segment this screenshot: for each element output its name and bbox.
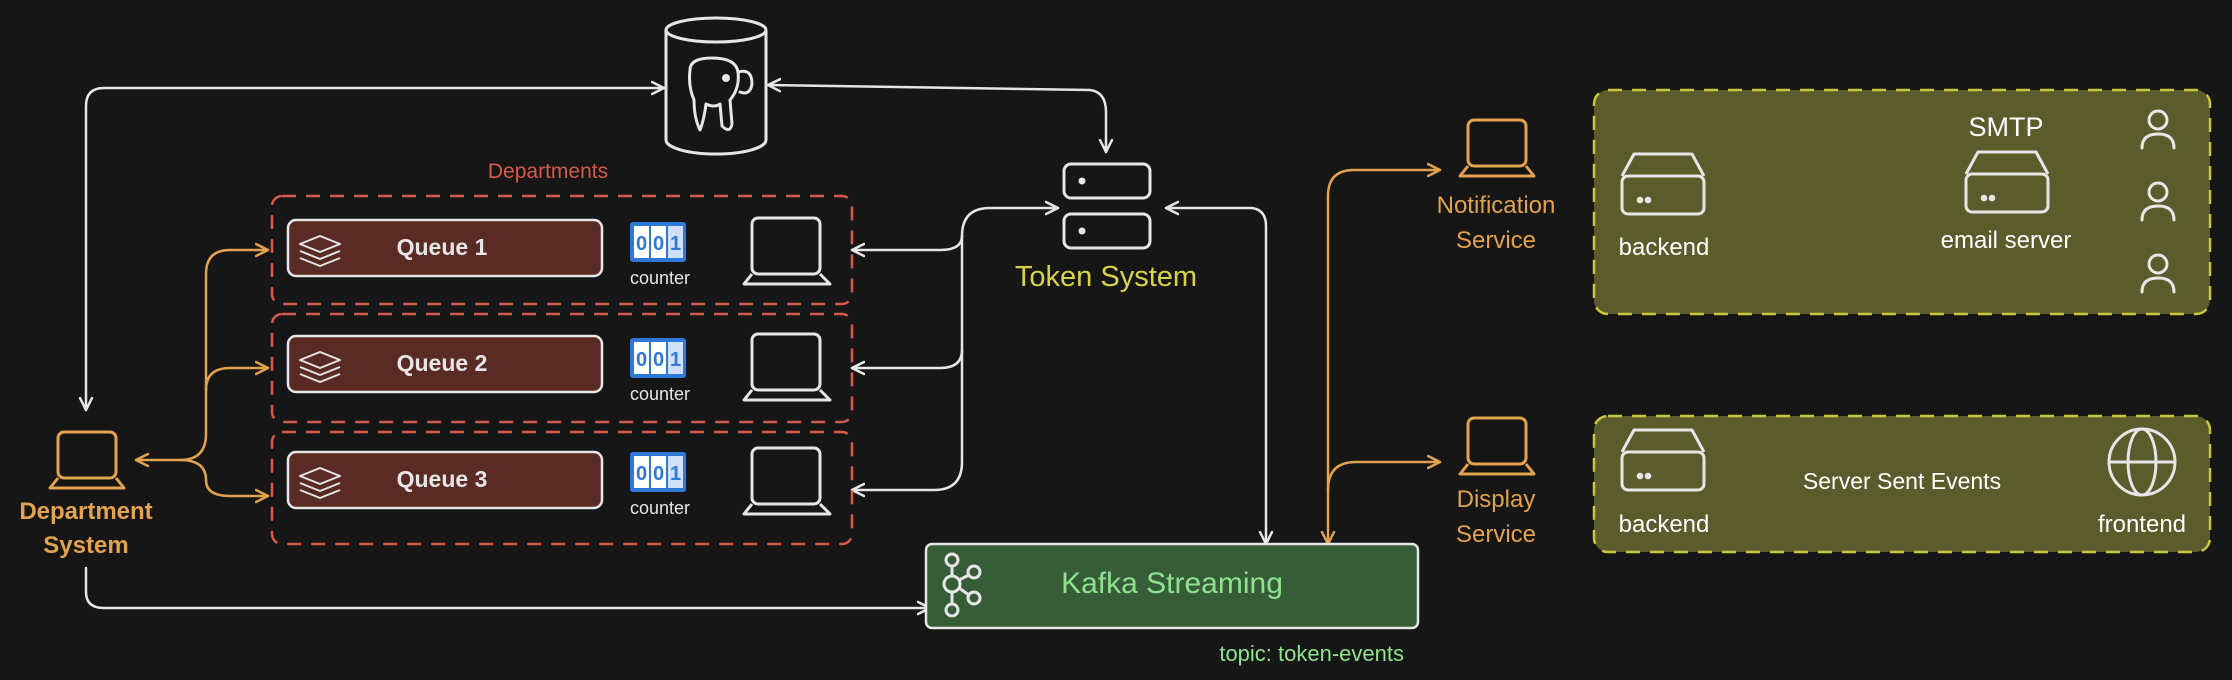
department-system-label-line2: System xyxy=(43,532,128,559)
department-system[interactable]: Department System xyxy=(19,430,153,559)
frontend-label: frontend xyxy=(2098,511,2186,538)
elephant-icon xyxy=(688,56,754,132)
laptop-icon xyxy=(1458,416,1536,476)
token-system[interactable]: Token System xyxy=(1015,162,1197,293)
sse-label: Server Sent Events xyxy=(1803,468,2001,494)
notification-service[interactable]: Notification Service xyxy=(1437,118,1556,254)
svg-text:1: 1 xyxy=(670,233,681,255)
database-cylinder-icon xyxy=(664,30,768,156)
backend-label: backend xyxy=(1619,511,1710,538)
kafka-logo-icon xyxy=(942,552,982,618)
queue-label: Queue 3 xyxy=(397,466,488,492)
token-system-label: Token System xyxy=(1015,261,1197,293)
counter-1: 0 0 1 counter xyxy=(630,222,690,288)
smtp-label: SMTP xyxy=(1968,112,2043,142)
user-3-icon xyxy=(2140,253,2176,294)
kafka-display-connector xyxy=(1326,462,1442,492)
token-laptop2-branch xyxy=(850,348,964,368)
counter-label: counter xyxy=(630,268,690,288)
db-department-connector xyxy=(86,88,666,412)
user-1-icon xyxy=(2140,109,2176,150)
departments-group: Departments xyxy=(270,160,854,546)
globe-icon xyxy=(2107,427,2177,497)
department-queue2-branch xyxy=(204,368,270,392)
department-row-1 xyxy=(270,194,854,306)
kafka-notification-connector xyxy=(1328,170,1442,546)
svg-text:1: 1 xyxy=(670,349,681,371)
queue-label: Queue 2 xyxy=(397,350,488,376)
display-sse-group xyxy=(1592,414,2212,554)
svg-text:0: 0 xyxy=(653,349,664,371)
laptop-2-icon xyxy=(742,332,832,402)
department-system-label-line1: Department xyxy=(19,498,152,525)
server-icon xyxy=(1062,162,1152,250)
kafka-streaming[interactable]: Kafka Streaming xyxy=(924,542,1420,630)
laptop-icon xyxy=(48,430,126,490)
token-laptop1-branch xyxy=(850,234,964,250)
counter-3: 0 0 1 counter xyxy=(630,452,690,518)
frontend[interactable]: frontend xyxy=(2098,427,2186,538)
notification-service-label-line1: Notification xyxy=(1437,192,1556,219)
display-backend[interactable]: backend xyxy=(1619,428,1710,538)
department-queues-connector xyxy=(134,250,270,460)
queue-3[interactable]: Queue 3 xyxy=(286,450,604,510)
counter-label: counter xyxy=(630,384,690,404)
queue-2[interactable]: Queue 2 xyxy=(286,334,604,394)
redis-stack-icon xyxy=(299,235,341,267)
token-kafka-connector xyxy=(1164,208,1266,546)
counter-2: 0 0 1 counter xyxy=(630,338,690,404)
email-backend[interactable]: backend xyxy=(1619,152,1710,261)
postgres-database[interactable] xyxy=(664,16,768,156)
db-token-connector xyxy=(766,85,1106,154)
department-row-2 xyxy=(270,312,854,424)
kafka-topic-label: topic: token-events xyxy=(1219,641,1404,666)
email-notification-group xyxy=(1592,88,2212,316)
laptop-icon xyxy=(1458,118,1536,178)
department-queue3-branch xyxy=(178,458,270,496)
email-server-label: email server xyxy=(1941,227,2072,254)
display-service-label-line2: Service xyxy=(1456,521,1536,548)
svg-text:0: 0 xyxy=(653,463,664,485)
server-icon xyxy=(1964,150,2050,214)
display-service-label-line1: Display xyxy=(1457,486,1536,513)
svg-text:0: 0 xyxy=(653,233,664,255)
redis-stack-icon xyxy=(299,467,341,499)
redis-stack-icon xyxy=(299,351,341,383)
departments-label: Departments xyxy=(488,160,608,183)
department-row-3 xyxy=(270,430,854,546)
email-server[interactable]: SMTP email server xyxy=(1941,112,2072,254)
department-kafka-connector xyxy=(84,566,932,608)
laptop-3-icon xyxy=(742,446,832,516)
counter-label: counter xyxy=(630,498,690,518)
queue-1[interactable]: Queue 1 xyxy=(286,218,604,278)
kafka-label: Kafka Streaming xyxy=(1061,567,1283,600)
svg-text:0: 0 xyxy=(636,349,647,371)
user-2-icon xyxy=(2140,181,2176,222)
svg-text:1: 1 xyxy=(670,463,681,485)
notification-service-label-line2: Service xyxy=(1456,227,1536,254)
user-icons xyxy=(2140,109,2176,294)
laptop-1-icon xyxy=(742,216,832,286)
svg-text:0: 0 xyxy=(636,233,647,255)
display-service[interactable]: Display Service xyxy=(1456,416,1536,548)
server-icon xyxy=(1620,428,1706,492)
server-icon xyxy=(1620,152,1706,216)
backend-label: backend xyxy=(1619,234,1710,261)
queue-label: Queue 1 xyxy=(397,234,488,260)
svg-text:0: 0 xyxy=(636,463,647,485)
